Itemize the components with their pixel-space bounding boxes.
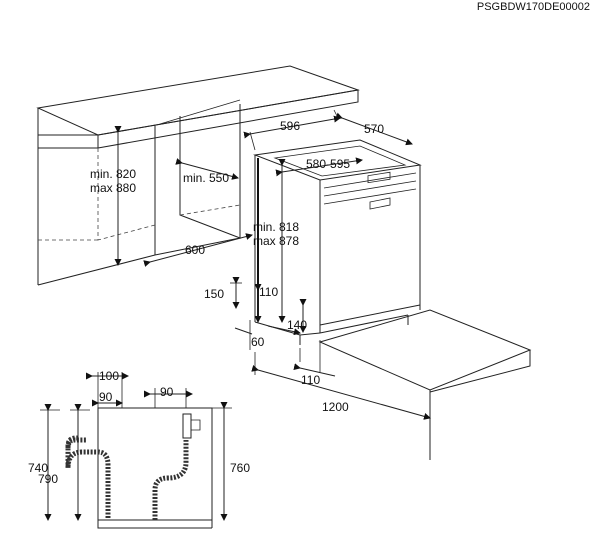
label-plinth-110: 110: [259, 285, 278, 299]
label-depth: 570: [364, 122, 384, 136]
dim-foot-60: 60: [234, 320, 301, 350]
label-door-open: 1200: [322, 400, 349, 414]
label-cabinet-depth: 600: [185, 243, 205, 257]
left-cabinet: [37, 125, 156, 286]
dim-foot-110: 110: [293, 340, 336, 387]
document-code: PSGBDW170DE00002: [477, 1, 590, 13]
dim-760: 760: [212, 402, 250, 521]
floor-area: [318, 309, 532, 460]
label-dim-90-right: 90: [160, 385, 174, 399]
label-cabinet-height-max: max 880: [90, 181, 136, 195]
dim-plinth-front: 140: [287, 299, 307, 333]
label-top-width-range: 580-595: [306, 157, 350, 171]
dim-top-width-range: 580-595: [275, 157, 363, 177]
dim-790: 790: [38, 404, 90, 521]
label-foot-60: 60: [251, 335, 265, 349]
label-height-760: 760: [230, 461, 250, 475]
label-appliance-height-min: min. 818: [253, 220, 299, 234]
label-plinth-140: 140: [287, 318, 307, 332]
label-height-740: 740: [28, 461, 48, 475]
label-dim-90-left: 90: [99, 390, 113, 404]
dim-cabinet-depth-min: min. 550: [175, 158, 239, 185]
dim-90-left: 90: [92, 390, 123, 407]
label-width: 596: [280, 119, 300, 133]
dim-cabinet-height: min. 820 max 880: [90, 126, 136, 266]
dim-plinth-left: 150 110: [204, 277, 278, 323]
label-height-790: 790: [38, 472, 58, 486]
valve-icon: [182, 413, 192, 439]
label-dim-100: 100: [99, 369, 119, 383]
dim-cabinet-depth: 600: [143, 233, 253, 267]
side-section: [65, 372, 213, 529]
label-appliance-height-max: max 878: [253, 234, 299, 248]
label-cabinet-height-min: min. 820: [90, 167, 136, 181]
dim-width: 596: [243, 109, 341, 151]
dim-90-right: 90: [144, 385, 193, 399]
dim-100: 100: [86, 369, 129, 383]
label-plinth-150: 150: [204, 287, 224, 301]
dishwasher-body: [253, 139, 422, 345]
dim-door-open: 1200: [251, 352, 431, 420]
label-cabinet-depth-min: min. 550: [183, 171, 229, 185]
dim-depth: 570: [335, 112, 413, 146]
dim-appliance-height: min. 818 max 878: [253, 159, 299, 323]
dim-740: 740: [28, 404, 60, 521]
countertop: [36, 65, 360, 149]
